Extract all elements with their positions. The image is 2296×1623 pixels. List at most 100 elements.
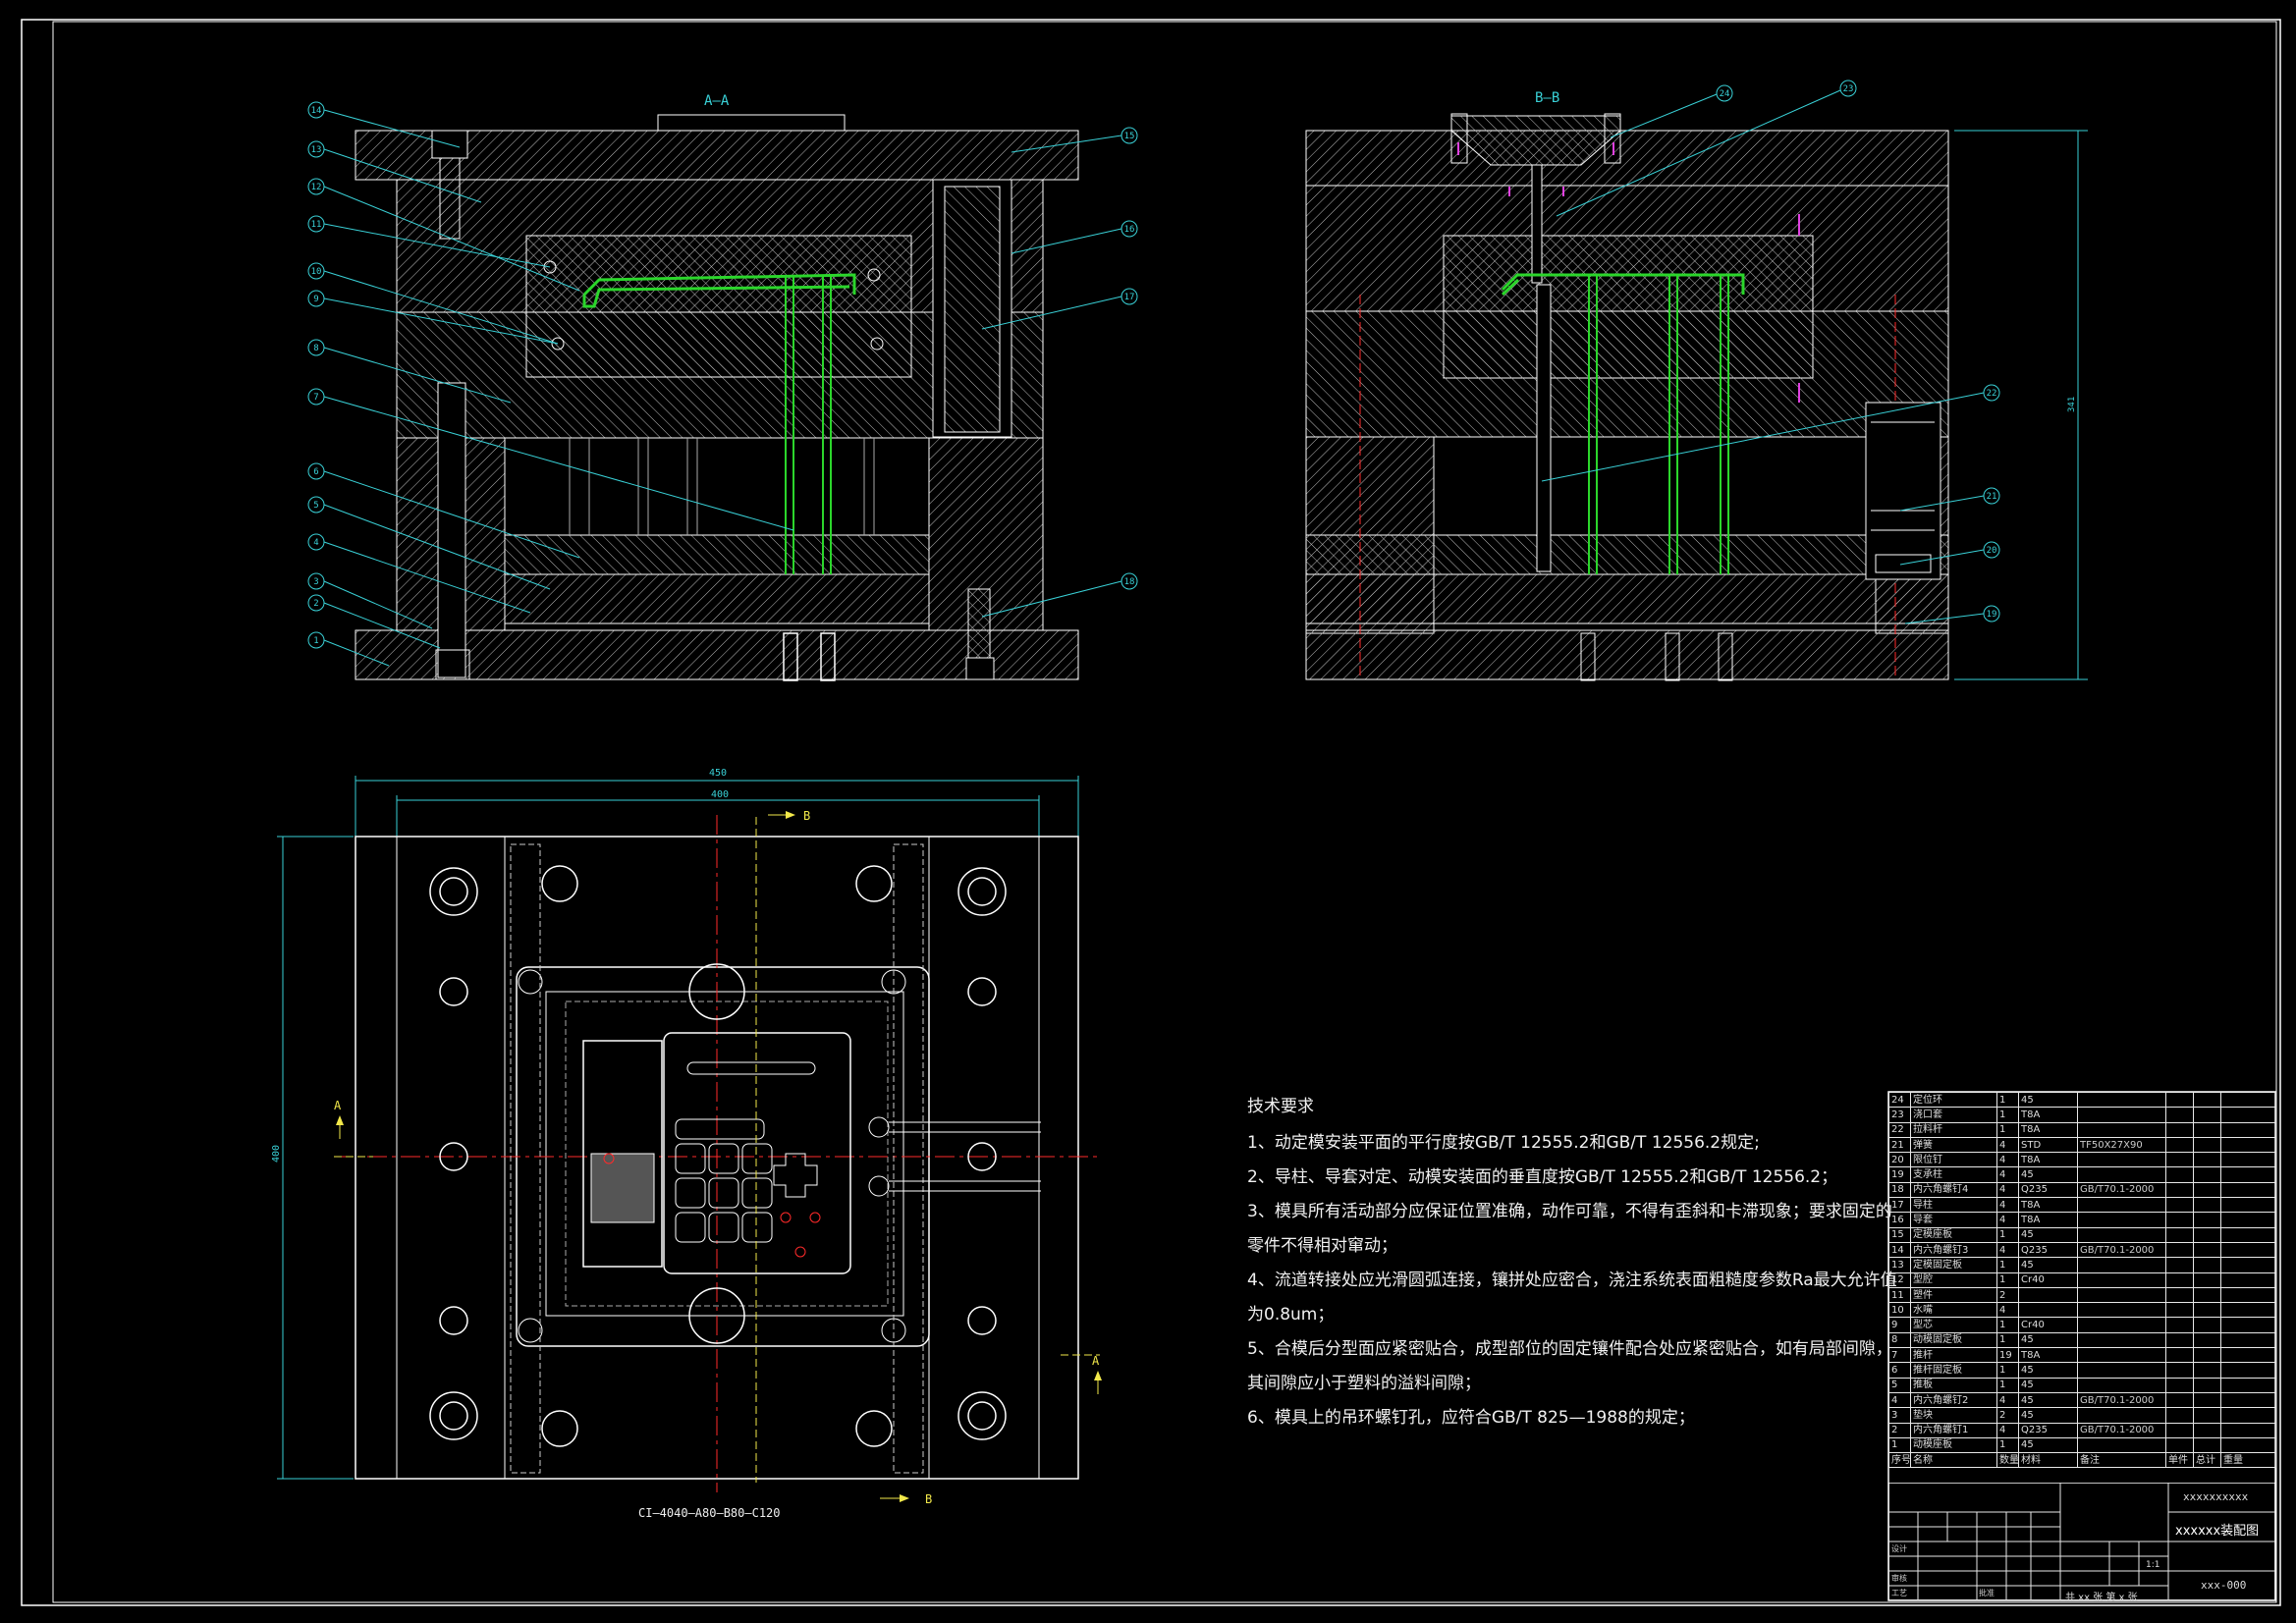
plan-part-right — [663, 1032, 851, 1274]
bom-cell: 20 — [1888, 1152, 1911, 1168]
title-block: xxxxxxxxxx xxxxxx装配图 xxx-000 1:1 共 xx 张 … — [1888, 1483, 2275, 1603]
plan-part-left — [582, 1040, 663, 1268]
bom-cell: 15 — [1888, 1226, 1911, 1243]
bom-header-cell: 备注 — [2077, 1452, 2166, 1469]
bom-cell — [2077, 1121, 2166, 1138]
balloon-7: 7 — [313, 393, 318, 403]
bom-cell: 4 — [1888, 1391, 1911, 1409]
bom-cell: STD — [2018, 1136, 2078, 1154]
bom-cell: 支承柱 — [1910, 1166, 1997, 1183]
bom-cell: 6 — [1888, 1362, 1911, 1379]
bom-cell: 10 — [1888, 1302, 1911, 1319]
tech-req-item-4: 4、流道转接处应光滑圆弧连接，镶拼处应密合，浇注系统表面粗糙度参数Ra最大允许值 — [1247, 1271, 1897, 1290]
bom-cell: T8A — [2018, 1107, 2078, 1123]
bom-cell: 4 — [1996, 1391, 2019, 1409]
plan-view: 450 400 400 — [271, 768, 1102, 1520]
bom-cell — [2165, 1271, 2194, 1288]
balloon-15: 15 — [1124, 132, 1135, 141]
balloon-1: 1 — [313, 636, 318, 646]
bom-cell: 19 — [1888, 1166, 1911, 1183]
screw-bottom-aa — [967, 588, 991, 659]
bom-cell — [2165, 1166, 2194, 1183]
balloon-21: 21 — [1987, 492, 1997, 502]
section-aa-view: A—A — [307, 93, 1138, 681]
section-marker-a-right: A — [1092, 1354, 1100, 1368]
bom-cell: 推板 — [1910, 1377, 1997, 1393]
bom-cell: 型芯 — [1910, 1317, 1997, 1333]
tb-label-design: 设计 — [1891, 1544, 1907, 1553]
bom-cell: 2 — [1888, 1422, 1911, 1438]
balloons-left-aa — [307, 101, 325, 649]
tech-req-item-6: 6、模具上的吊环螺钉孔，应符合GB/T 825—1988的规定； — [1247, 1408, 1695, 1428]
balloon-13: 13 — [311, 145, 322, 155]
bom-cell: 垫块 — [1910, 1407, 1997, 1424]
bom-cell: 45 — [2018, 1257, 2078, 1273]
balloon-10: 10 — [311, 267, 322, 277]
bom-cell: 3 — [1888, 1407, 1911, 1424]
bom-cell: 4 — [1996, 1136, 2019, 1154]
mold-base-code: CI—4040—A80—B80—C120 — [638, 1506, 781, 1520]
bom-cell — [2165, 1181, 2194, 1199]
bom-cell — [2077, 1107, 2166, 1123]
bom-cell: 1 — [1996, 1436, 2019, 1454]
bom-cell: 推杆 — [1910, 1347, 1997, 1364]
bom-cell: Cr40 — [2018, 1317, 2078, 1333]
bom-cell: 1 — [1996, 1331, 2019, 1349]
bom-cell: 1 — [1996, 1107, 2019, 1123]
balloon-2: 2 — [313, 599, 318, 609]
bom-cell — [2165, 1436, 2194, 1454]
bom-cell — [2165, 1241, 2194, 1259]
bom-cell — [2165, 1317, 2194, 1333]
bom-cell: 1 — [1996, 1362, 2019, 1379]
bom-cell — [2077, 1362, 2166, 1379]
bom-cell: 45 — [2018, 1091, 2078, 1109]
bom-cell: 7 — [1888, 1347, 1911, 1364]
bom-cell: 5 — [1888, 1377, 1911, 1393]
balloons-right-aa — [1121, 127, 1138, 590]
bom-cell — [2077, 1407, 2166, 1424]
outer-border — [21, 19, 2281, 1606]
section-marker-a-left: A — [334, 1099, 342, 1112]
balloon-19: 19 — [1987, 610, 1997, 620]
bom-cell — [2077, 1257, 2166, 1273]
bom-cell: 13 — [1888, 1257, 1911, 1273]
bom-cell: GB/T70.1-2000 — [2077, 1241, 2166, 1259]
bom-cell: 14 — [1888, 1241, 1911, 1259]
tech-req-item-4b: 为0.8um； — [1247, 1305, 1335, 1325]
bom-cell: 内六角螺钉3 — [1910, 1241, 1997, 1259]
bom-cell: 拉料杆 — [1910, 1121, 1997, 1138]
bom-cell: 8 — [1888, 1331, 1911, 1349]
bom-cell — [2077, 1286, 2166, 1304]
bom-cell — [2165, 1286, 2194, 1304]
bom-cell — [2077, 1377, 2166, 1393]
bom-cell — [2165, 1197, 2194, 1214]
bom-cell: T8A — [2018, 1197, 2078, 1214]
bom-cell — [2077, 1197, 2166, 1214]
bom-cell: 45 — [2018, 1362, 2078, 1379]
bom-cell — [2077, 1091, 2166, 1109]
bom-header-cell: 单件 — [2165, 1452, 2194, 1469]
bom-cell: 4 — [1996, 1166, 2019, 1183]
bom-cell — [2165, 1121, 2194, 1138]
bom-cell: T8A — [2018, 1121, 2078, 1138]
bom-cell — [2165, 1091, 2194, 1109]
bom-cell — [2077, 1347, 2166, 1364]
balloon-12: 12 — [311, 183, 322, 192]
bom-header-cell: 材料 — [2018, 1452, 2078, 1469]
tb-company: xxxxxxxxxx — [2183, 1490, 2249, 1503]
bom-cell: Q235 — [2018, 1241, 2078, 1259]
tb-sheet: 共 xx 张 第 x 张 — [2065, 1593, 2138, 1603]
bom-cell — [2165, 1226, 2194, 1243]
